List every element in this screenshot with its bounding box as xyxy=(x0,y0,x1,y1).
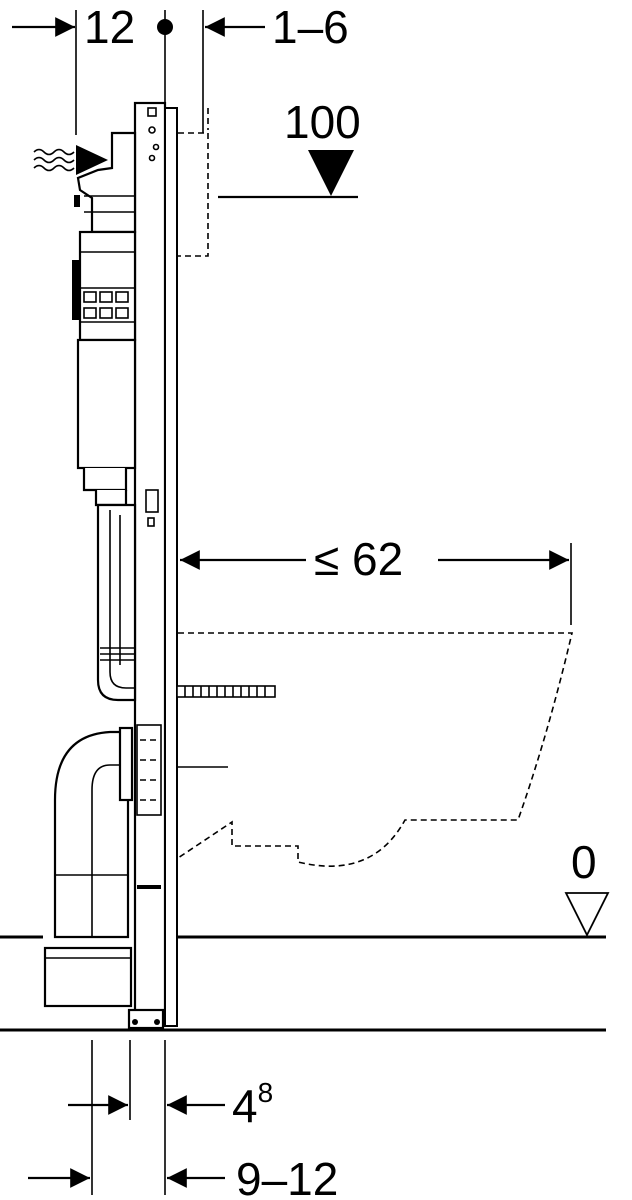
dim-top-left-label: 12 xyxy=(84,1,135,53)
cistern xyxy=(72,131,137,507)
flush-pipe xyxy=(96,503,137,702)
dim-top-center-dot xyxy=(157,19,173,35)
flush-plate-outline xyxy=(178,132,209,257)
dim-height-mark-label: 100 xyxy=(284,96,361,148)
height-mark-triangle xyxy=(308,150,354,196)
dim-floor-level-label: 0 xyxy=(571,836,597,888)
dim-bottom-base-label: 48 xyxy=(232,1077,273,1132)
water-supply-icon xyxy=(33,145,108,175)
dim-bottom-range-label: 9–12 xyxy=(236,1153,338,1200)
level-triangle-icon xyxy=(564,892,610,938)
drain-elbow xyxy=(43,726,134,1008)
frame-lower-bracket xyxy=(136,724,162,889)
dim-top-right-label: 1–6 xyxy=(272,1,349,53)
wc-bowl-outline xyxy=(177,632,574,867)
installation-frame xyxy=(127,101,178,1030)
dim-depth-label: ≤ 62 xyxy=(314,533,403,585)
mounting-bolt xyxy=(176,685,276,698)
